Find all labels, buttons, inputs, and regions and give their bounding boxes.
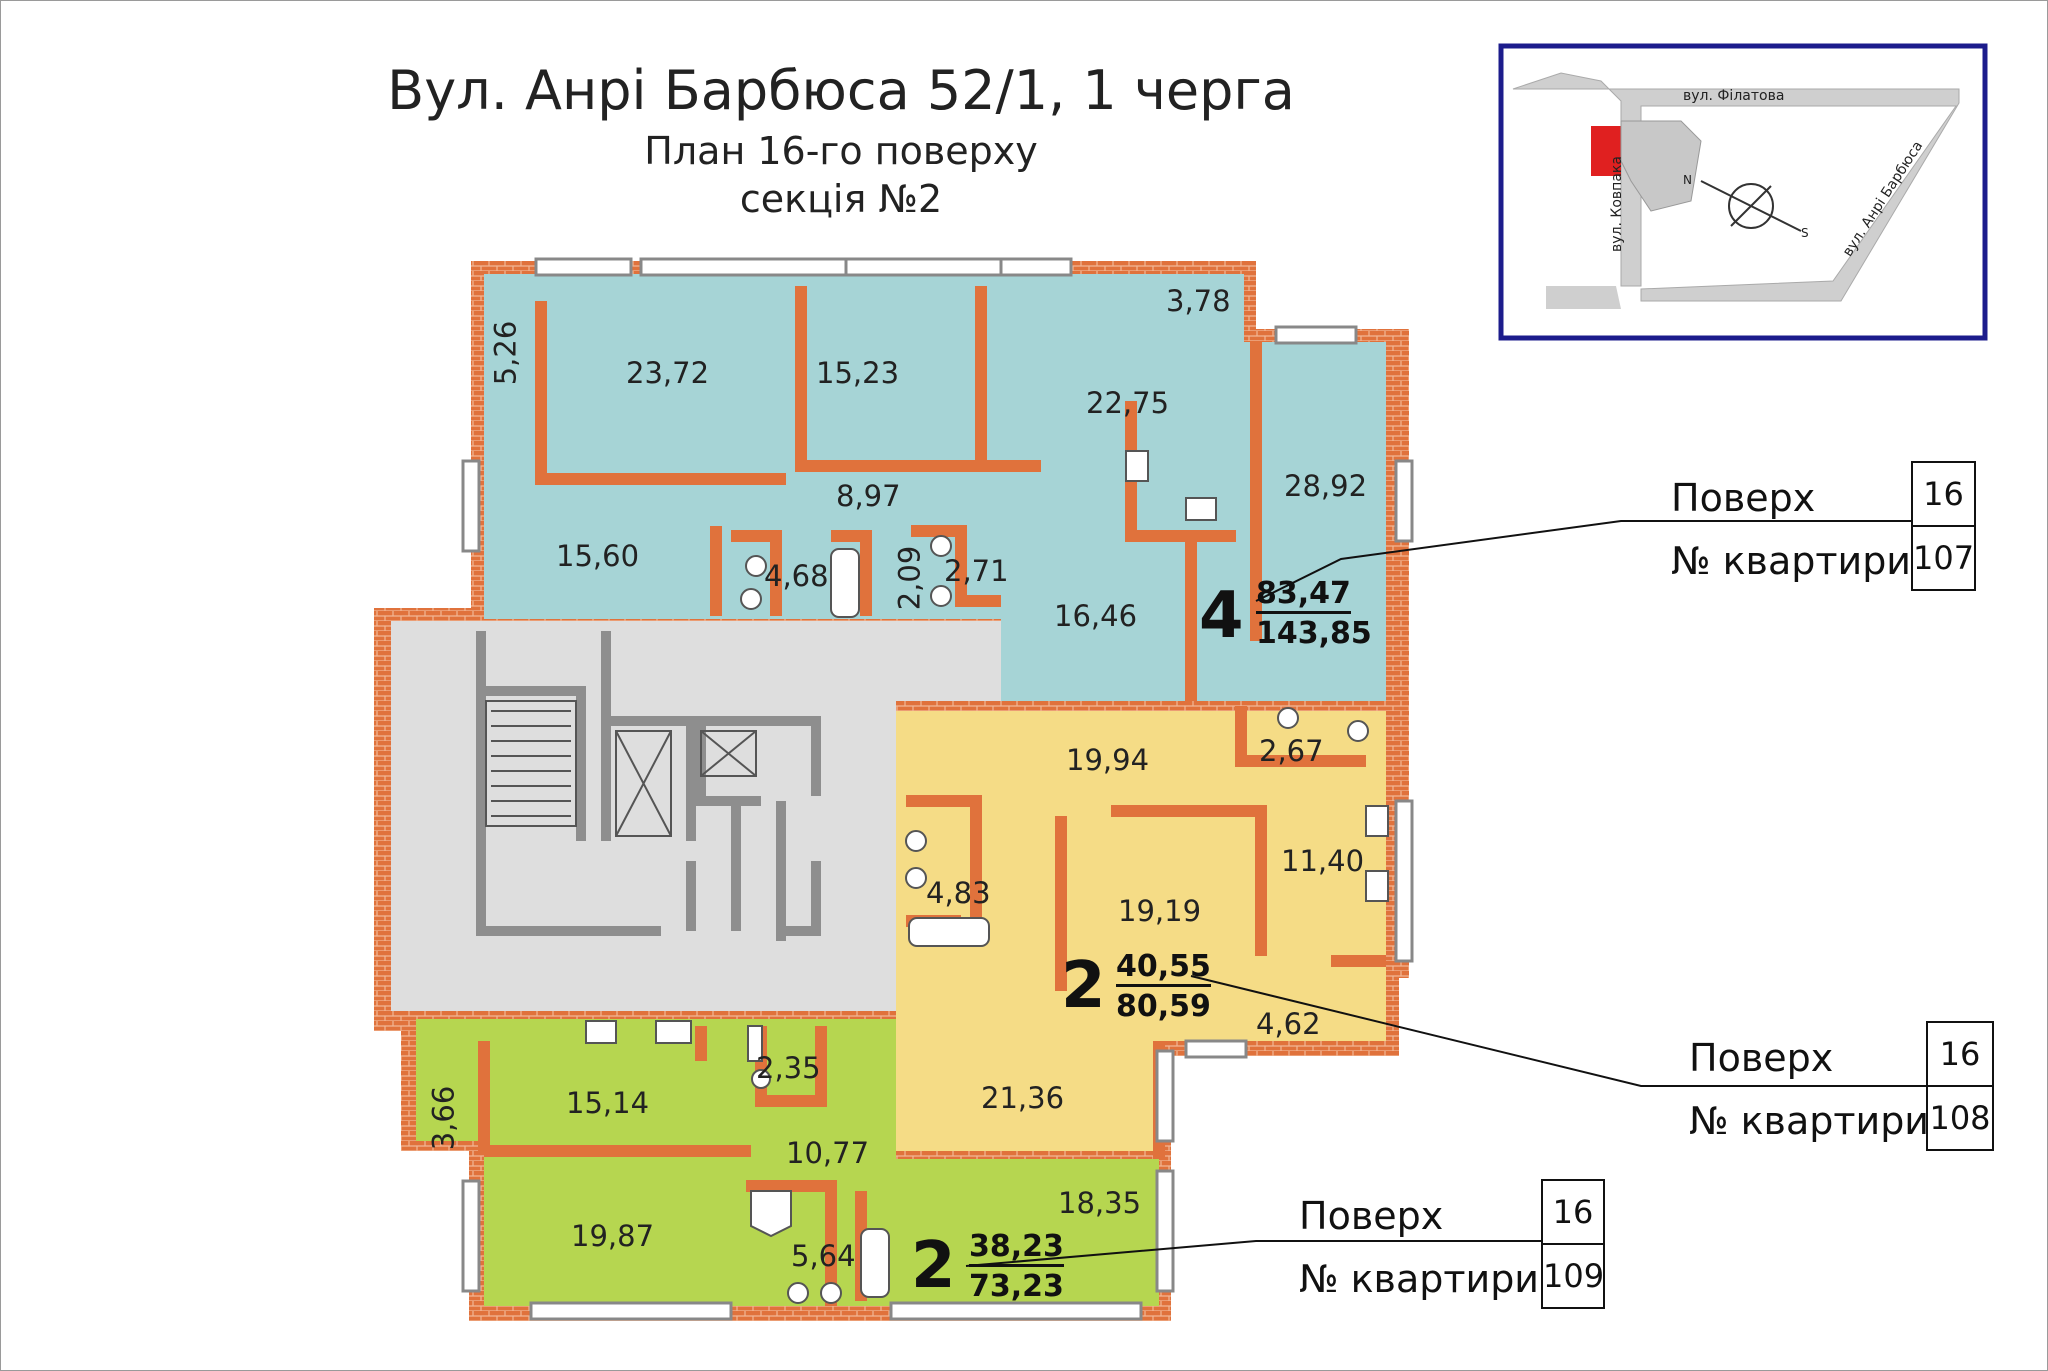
core-walls: [476, 631, 821, 941]
room-area-107-7: 8,97: [836, 479, 901, 513]
room-area-109-1: 3,66: [426, 1085, 461, 1151]
windows: [461, 257, 1414, 1321]
apartment-109-area: [416, 1019, 1159, 1306]
room-area-109-6: 19,87: [571, 1219, 655, 1253]
compass-south-label: S: [1801, 226, 1809, 240]
legend-107-apartment-label: № квартири: [1671, 539, 1912, 583]
elevator-shafts: [485, 700, 757, 837]
room-area-109-3: 15,14: [566, 1086, 650, 1120]
apartment-109-living-area: 38,23: [969, 1229, 1064, 1267]
legend-109-floor-label: Поверх: [1299, 1194, 1444, 1238]
room-area-108-4: 19,19: [1118, 894, 1202, 928]
apartment-108-living-area: 40,55: [1116, 949, 1211, 987]
location-map: [1498, 43, 1988, 341]
apartment-107-rooms: 4: [1199, 579, 1244, 653]
legend-107-floor-label: Поверх: [1671, 476, 1816, 520]
map-street-kovpaka: вул. Ковпака: [1608, 156, 1625, 252]
map-street-filatova: вул. Філатова: [1683, 88, 1785, 104]
room-area-109-5: 18,35: [1058, 1186, 1142, 1220]
room-area-107-10: 2,09: [892, 545, 927, 611]
room-area-108-5: 4,83: [926, 876, 991, 910]
room-area-109-4: 10,77: [786, 1136, 870, 1170]
room-area-108-1: 19,94: [1066, 743, 1150, 777]
leader-lines: [965, 520, 1926, 1267]
room-area-107-6: 28,92: [1284, 469, 1368, 503]
plan-subtitle: План 16-го поверху: [644, 129, 1038, 173]
room-area-107-11: 2,71: [944, 554, 1009, 588]
apartment-107-area: [484, 274, 1386, 701]
apartment-107-living-area: 83,47: [1256, 576, 1351, 614]
section-subtitle: секція №2: [739, 177, 943, 221]
legend-107-apartment-value: 107: [1911, 525, 1976, 591]
compass-north-label: N: [1683, 173, 1692, 187]
legend-108-apartment-value: 108: [1926, 1085, 1994, 1151]
legend-108-floor-value: 16: [1926, 1021, 1994, 1087]
interior-walls: [478, 286, 1386, 1306]
room-area-107-4: 3,78: [1166, 284, 1231, 318]
room-area-107-3: 15,23: [816, 356, 900, 390]
room-area-107-12: 16,46: [1054, 599, 1138, 633]
room-area-109-2: 2,35: [756, 1051, 821, 1085]
apartment-107-total-area: 143,85: [1256, 616, 1372, 651]
room-area-109-7: 5,64: [791, 1239, 856, 1273]
apartment-108-total-area: 80,59: [1116, 989, 1211, 1024]
room-area-108-2: 2,67: [1259, 734, 1324, 768]
room-area-108-3: 11,40: [1281, 844, 1365, 878]
room-area-108-6: 21,36: [981, 1081, 1065, 1115]
legend-109-apartment-value: 109: [1541, 1243, 1605, 1309]
legend-108-apartment-label: № квартири: [1689, 1099, 1930, 1143]
room-area-107-8: 15,60: [556, 539, 640, 573]
legend-109-apartment-label: № квартири: [1299, 1257, 1540, 1301]
page-title: Вул. Анрі Барбюса 52/1, 1 черга: [387, 59, 1295, 122]
room-area-107-1: 5,26: [488, 320, 523, 386]
room-area-107-9: 4,68: [764, 559, 829, 593]
apartment-108-rooms: 2: [1061, 949, 1106, 1023]
legend-108-floor-label: Поверх: [1689, 1036, 1834, 1080]
room-area-108-7: 4,62: [1256, 1007, 1321, 1041]
room-area-107-5: 22,75: [1086, 386, 1170, 420]
apartment-109-total-area: 73,23: [969, 1269, 1064, 1304]
sanitary-fixtures: [585, 450, 1389, 1304]
legend-107-floor-value: 16: [1911, 461, 1976, 527]
apartment-109-rooms: 2: [911, 1229, 956, 1303]
legend-109-floor-value: 16: [1541, 1179, 1605, 1245]
room-area-107-2: 23,72: [626, 356, 710, 390]
